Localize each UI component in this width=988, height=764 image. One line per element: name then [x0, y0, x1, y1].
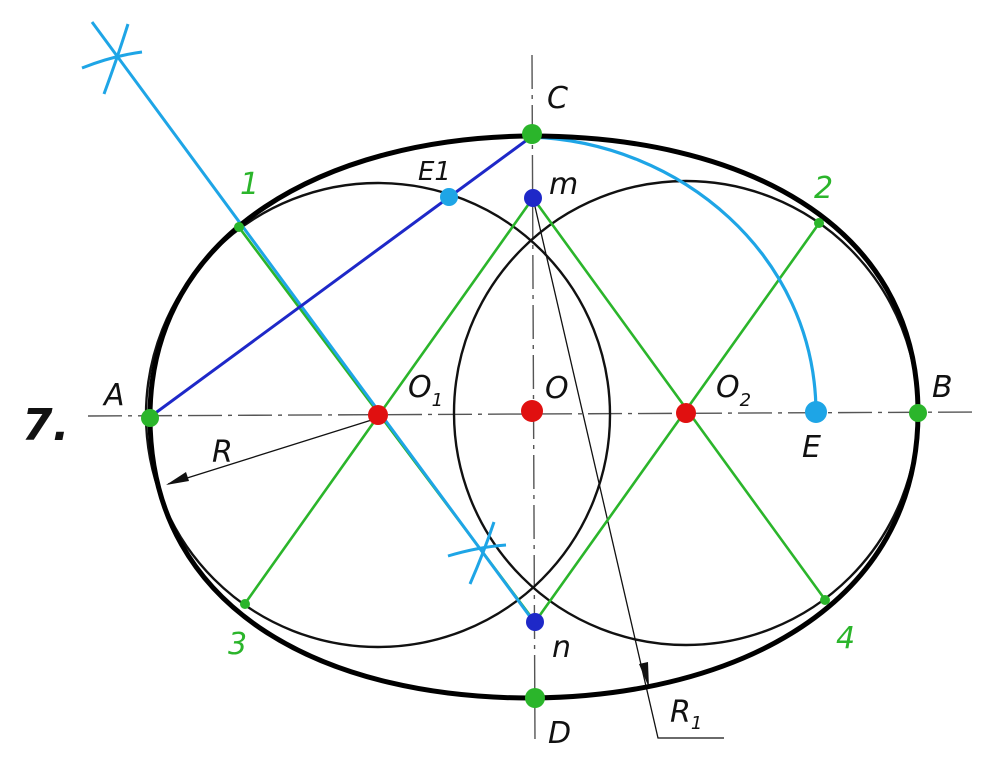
- label-point-2: 2: [814, 171, 833, 206]
- line-m-3: [242, 197, 535, 606]
- point-4: [820, 595, 830, 605]
- point-o2: [676, 403, 696, 423]
- radius-r-arrowhead: [166, 472, 189, 485]
- label-o: O: [545, 371, 569, 406]
- point-m: [524, 189, 542, 207]
- label-point-1: 1: [240, 167, 259, 202]
- point-2: [814, 218, 824, 228]
- figure-number: 7.: [22, 400, 69, 451]
- radius-r1-line: [532, 197, 724, 739]
- chord-a-c: [149, 135, 532, 419]
- point-e1: [440, 188, 458, 206]
- perpendicular-bisector: [90, 21, 533, 619]
- radius-r-line: [167, 417, 379, 485]
- point-3: [240, 599, 250, 609]
- point-o1: [368, 405, 388, 425]
- point-n: [526, 613, 544, 631]
- label-point-3: 3: [228, 627, 247, 662]
- point-e: [805, 401, 827, 423]
- point-a: [141, 409, 159, 427]
- point-1: [234, 222, 244, 232]
- point-o: [521, 400, 543, 422]
- label-point-4: 4: [836, 621, 855, 656]
- point-d: [525, 688, 545, 708]
- radius-r1-arrowhead: [639, 662, 649, 688]
- label-m: m: [549, 167, 578, 202]
- label-e1: E1: [418, 157, 451, 187]
- point-b: [909, 404, 927, 422]
- label-n: n: [552, 630, 571, 665]
- label-c: C: [547, 81, 568, 116]
- arc-c-e: [530, 135, 818, 413]
- label-e: E: [802, 430, 821, 465]
- line-m-4: [531, 197, 828, 602]
- label-d: D: [548, 716, 571, 751]
- label-o2: O2: [716, 370, 751, 411]
- point-c: [522, 124, 542, 144]
- label-r: R: [212, 435, 233, 470]
- vertical-axis: [531, 54, 536, 746]
- label-b: B: [932, 370, 953, 405]
- bisector-mark-icon: [81, 23, 507, 585]
- line-n-2: [533, 221, 822, 623]
- label-a: A: [102, 378, 125, 413]
- label-r1: R1: [670, 695, 702, 734]
- label-o1: O1: [408, 370, 443, 411]
